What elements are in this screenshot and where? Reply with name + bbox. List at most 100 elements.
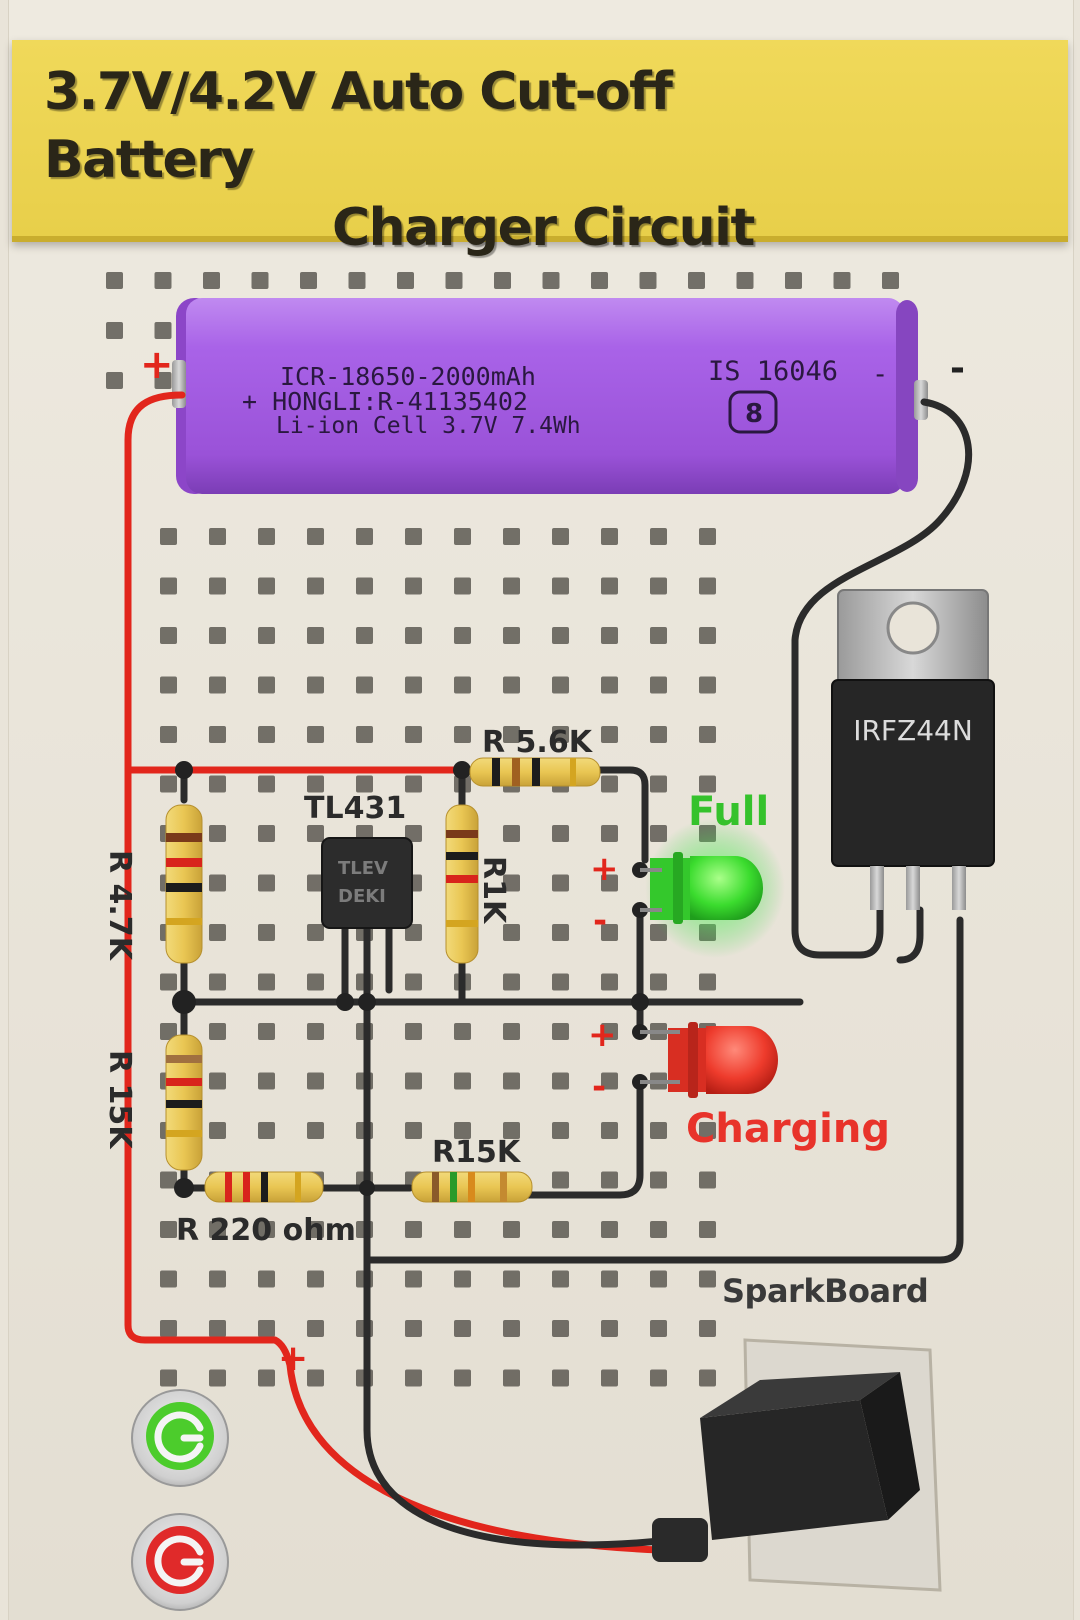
breadboard-hole <box>503 924 520 941</box>
breadboard-hole <box>650 1270 667 1288</box>
breadboard-hole <box>307 1270 324 1288</box>
breadboard-hole <box>258 1320 275 1337</box>
breadboard-hole <box>307 973 324 991</box>
breadboard-hole <box>882 272 899 289</box>
breadboard-hole <box>833 272 851 289</box>
breadboard-hole <box>356 676 373 694</box>
battery-18650: ICR-18650-2000mAh + HONGLI:R-41135402 Li… <box>172 298 928 494</box>
breadboard-hole <box>650 528 667 545</box>
battery-label-line-2: + HONGLI:R-41135402 <box>242 387 528 416</box>
label-r-5k6: R 5.6K <box>482 725 594 760</box>
breadboard-hole <box>258 1270 275 1288</box>
breadboard-hole <box>699 1369 716 1387</box>
breadboard-hole <box>258 1122 275 1139</box>
positive-wires <box>124 391 664 1554</box>
breadboard-hole <box>601 825 618 842</box>
breadboard-hole <box>601 1072 618 1090</box>
breadboard-hole <box>699 1171 716 1189</box>
breadboard-hole <box>209 1221 226 1238</box>
breadboard-hole <box>503 1270 520 1288</box>
breadboard-hole <box>503 1023 520 1040</box>
breadboard-hole <box>454 1122 471 1139</box>
mosfet-part-number: IRFZ44N <box>853 714 973 747</box>
power-off-button[interactable] <box>131 1513 229 1611</box>
battery-label-line-3: Li-ion Cell 3.7V 7.4Wh <box>276 413 581 439</box>
breadboard-hole <box>552 1072 569 1090</box>
breadboard-hole <box>348 272 366 289</box>
breadboard-hole <box>736 272 754 289</box>
charger-plus-mark: + <box>278 1338 308 1379</box>
breadboard-hole <box>405 924 422 941</box>
breadboard-hole <box>209 577 226 595</box>
red-led-plus-mark: + <box>588 1015 617 1055</box>
usb-wall-charger <box>652 1338 942 1592</box>
brand-label: SparkBoard <box>722 1272 929 1310</box>
power-icon <box>154 1411 204 1463</box>
breadboard-hole <box>258 973 275 991</box>
breadboard-hole <box>160 1320 177 1337</box>
breadboard-hole <box>405 726 422 743</box>
breadboard-hole <box>307 627 324 644</box>
breadboard-hole <box>160 1221 177 1238</box>
breadboard-hole <box>699 726 716 743</box>
breadboard-hole <box>552 973 569 991</box>
breadboard-hole <box>552 1122 569 1139</box>
breadboard-hole <box>405 1270 422 1288</box>
label-tl431: TL431 <box>304 791 406 826</box>
label-r-15k-horizontal: R15K <box>432 1135 522 1170</box>
breadboard-hole <box>154 372 172 389</box>
green-led-plus-mark: + <box>590 849 619 889</box>
breadboard-hole <box>503 825 520 842</box>
power-on-button[interactable] <box>131 1389 229 1487</box>
breadboard-hole <box>601 1023 618 1040</box>
breadboard-hole <box>454 726 471 743</box>
breadboard-hole <box>650 825 667 842</box>
breadboard-hole <box>307 1221 324 1238</box>
breadboard-hole <box>307 1023 324 1040</box>
breadboard-hole <box>356 726 373 743</box>
title-line-1: 3.7V/4.2V Auto Cut-off Battery <box>44 62 673 190</box>
green-led-minus-mark: - <box>593 901 607 941</box>
breadboard-hole <box>699 676 716 694</box>
battery-minus-mark: - <box>872 359 888 390</box>
breadboard-hole <box>591 272 608 289</box>
breadboard-hole <box>356 528 373 545</box>
label-charging: Charging <box>686 1106 890 1152</box>
breadboard-hole <box>258 924 275 941</box>
breadboard-hole <box>307 1320 324 1337</box>
breadboard-hole <box>251 272 269 289</box>
svg-text:8: 8 <box>745 399 763 429</box>
led-full-green <box>640 818 785 958</box>
battery-positive-terminal <box>172 360 186 408</box>
breadboard-hole <box>503 676 520 694</box>
breadboard-hole <box>688 272 705 289</box>
power-icon <box>154 1535 204 1587</box>
breadboard-hole <box>160 676 177 694</box>
breadboard-hole <box>154 272 172 289</box>
breadboard-hole <box>552 627 569 644</box>
breadboard-hole <box>397 272 414 289</box>
breadboard-hole <box>356 577 373 595</box>
breadboard-hole <box>601 1122 618 1139</box>
breadboard-hole <box>209 627 226 644</box>
resistor-15k-vertical <box>165 1034 203 1171</box>
breadboard-hole <box>552 577 569 595</box>
resistor-5k6 <box>469 757 601 787</box>
breadboard-hole <box>494 272 511 289</box>
breadboard-hole <box>601 577 618 595</box>
battery-label-line-1: ICR-18650-2000mAh <box>280 362 536 391</box>
breadboard-hole <box>601 676 618 694</box>
breadboard-hole <box>307 1122 324 1139</box>
breadboard-hole <box>699 627 716 644</box>
breadboard-hole <box>209 874 226 892</box>
breadboard-hole <box>209 775 226 793</box>
led-charging-red <box>640 1022 778 1098</box>
breadboard-hole <box>307 1072 324 1090</box>
breadboard-hole <box>209 1122 226 1139</box>
breadboard-hole <box>258 676 275 694</box>
breadboard-hole <box>650 775 667 793</box>
breadboard-hole <box>307 1369 324 1387</box>
breadboard-hole <box>552 676 569 694</box>
